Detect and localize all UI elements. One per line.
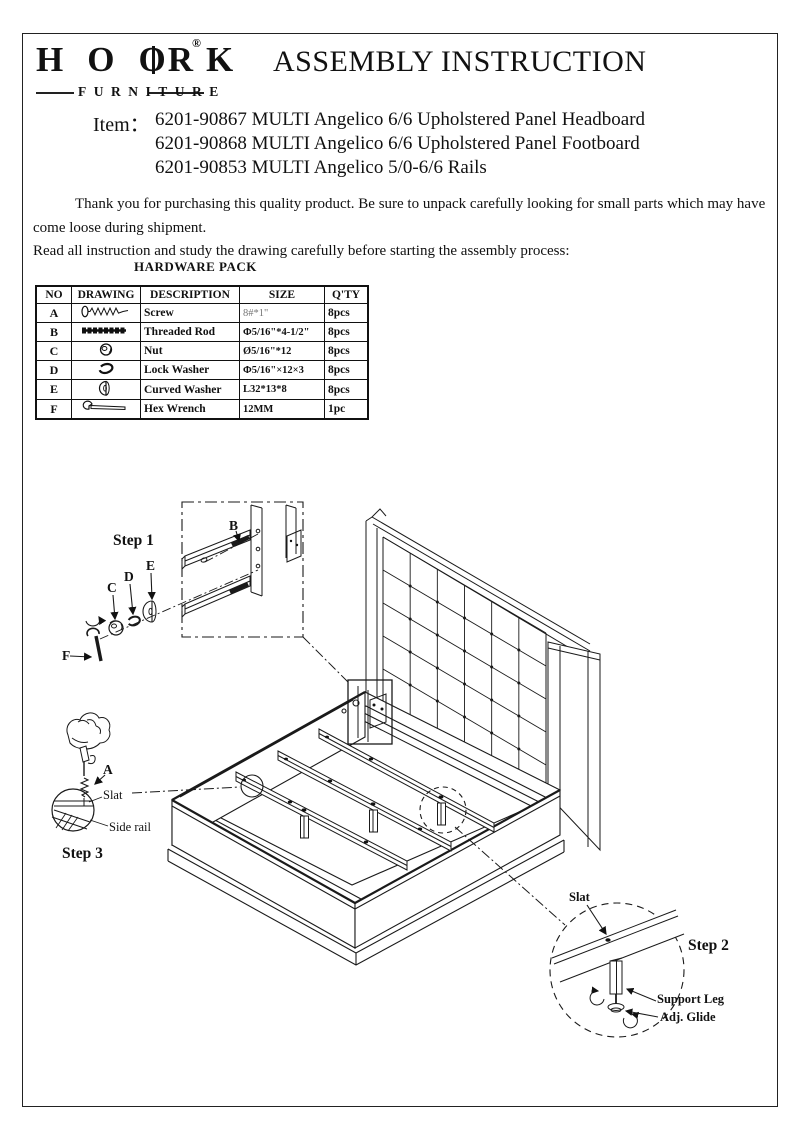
slat-end-callout-circle [240, 774, 264, 798]
side-rail-label: Side rail [109, 820, 152, 834]
brand-tagline: FURNITURE [78, 84, 226, 99]
table-row: A Screw 8#*1" 8pcs [35, 302, 369, 324]
hardware-table: NO DRAWING DESCRIPTION SIZE Q'TY A Screw… [35, 285, 369, 421]
rotate-arrow [622, 1011, 640, 1029]
lock-washer-drawing [127, 615, 141, 627]
table-row: F Hex Wrench 12MM 1pc [35, 399, 369, 420]
intro-line1: Thank you for purchasing this quality pr… [33, 196, 766, 236]
hardware-pack-title: HARDWARE PACK [134, 259, 257, 274]
table-row: C Nut Ø5/16"*12 8pcs [35, 341, 369, 362]
step3-detail [51, 712, 111, 832]
curved-washer-icon [98, 381, 110, 396]
logo-rule-strike [148, 92, 204, 94]
logo-letter-barred-o: O [138, 40, 168, 79]
table-row: E Curved Washer L32*13*8 8pcs [35, 379, 369, 401]
rotate-squiggle [87, 755, 96, 765]
step3-label: Step 3 [62, 845, 103, 862]
adj-glide-drawing [607, 994, 625, 1013]
logo-rule-left [36, 92, 74, 94]
step1-detail-box [181, 501, 304, 638]
rotate-arrow [85, 615, 107, 627]
hex-wrench-icon [82, 400, 126, 411]
part-a-label: A [103, 762, 113, 777]
item-label: Item： [93, 114, 150, 136]
adj-glide-label: Adj. Glide [660, 1010, 716, 1024]
logo-letter: O [87, 40, 117, 79]
item-line: 6201-90853 MULTI Angelico 5/0-6/6 Rails [155, 157, 487, 178]
part-b-label: B [229, 518, 238, 533]
screw-a-drawing [79, 777, 90, 798]
lock-washer-icon [98, 363, 114, 375]
page-title: ASSEMBLY INSTRUCTION [273, 45, 647, 78]
support-leg-drawing [609, 957, 623, 995]
step3-magnifier-circle [51, 788, 95, 832]
part-f-label: F [62, 648, 70, 663]
item-line: 6201-90868 MULTI Angelico 6/6 Upholstere… [155, 133, 640, 154]
detail-callout-box [347, 679, 393, 745]
page-border [22, 33, 778, 1107]
slat-label-step2: Slat [569, 890, 591, 904]
item-line: 6201-90867 MULTI Angelico 6/6 Upholstere… [155, 109, 646, 130]
screw-icon [81, 305, 129, 318]
registered-mark: ® [191, 36, 203, 50]
hex-wrench-drawing [86, 627, 103, 662]
bed-frame-drawing [167, 691, 565, 966]
callouts [131, 636, 566, 926]
step2-detail [549, 902, 685, 1038]
threaded-rod-icon [82, 327, 126, 334]
logo-letter: H [36, 40, 66, 79]
intro-line2: Read all instruction and study the drawi… [33, 243, 570, 259]
threaded-rod-b [229, 581, 249, 595]
support-leg-label: Support Leg [657, 992, 725, 1006]
item-list: 6201-90867 MULTI Angelico 6/6 Upholstere… [155, 108, 645, 180]
step1-detail [69, 501, 304, 662]
diagram-labels: Step 1 B C D E F A Slat Side rail Step 3… [62, 518, 729, 1024]
part-e-label: E [146, 558, 155, 573]
support-leg-callout-circle [419, 786, 467, 834]
intro-text: Thank you for purchasing this quality pr… [33, 193, 773, 264]
nut-drawing [108, 620, 124, 636]
nut-icon [99, 343, 113, 356]
screwdriver-icon [79, 745, 90, 776]
curved-washer-drawing [142, 600, 157, 623]
rotate-arrow [589, 986, 605, 1006]
logo-letter: R [167, 40, 195, 79]
part-d-label: D [124, 569, 134, 584]
part-c-label: C [107, 580, 117, 595]
table-row: D Lock Washer Φ5/16"×12×3 8pcs [35, 360, 369, 381]
step1-label: Step 1 [113, 532, 154, 549]
slat-label: Slat [103, 788, 123, 802]
logo-letter: K [205, 40, 236, 79]
step2-magnifier-circle [549, 902, 685, 1038]
step2-label: Step 2 [688, 937, 729, 954]
hand-icon [66, 712, 111, 750]
slats-drawing [235, 728, 495, 871]
headboard-right-post [547, 641, 601, 852]
